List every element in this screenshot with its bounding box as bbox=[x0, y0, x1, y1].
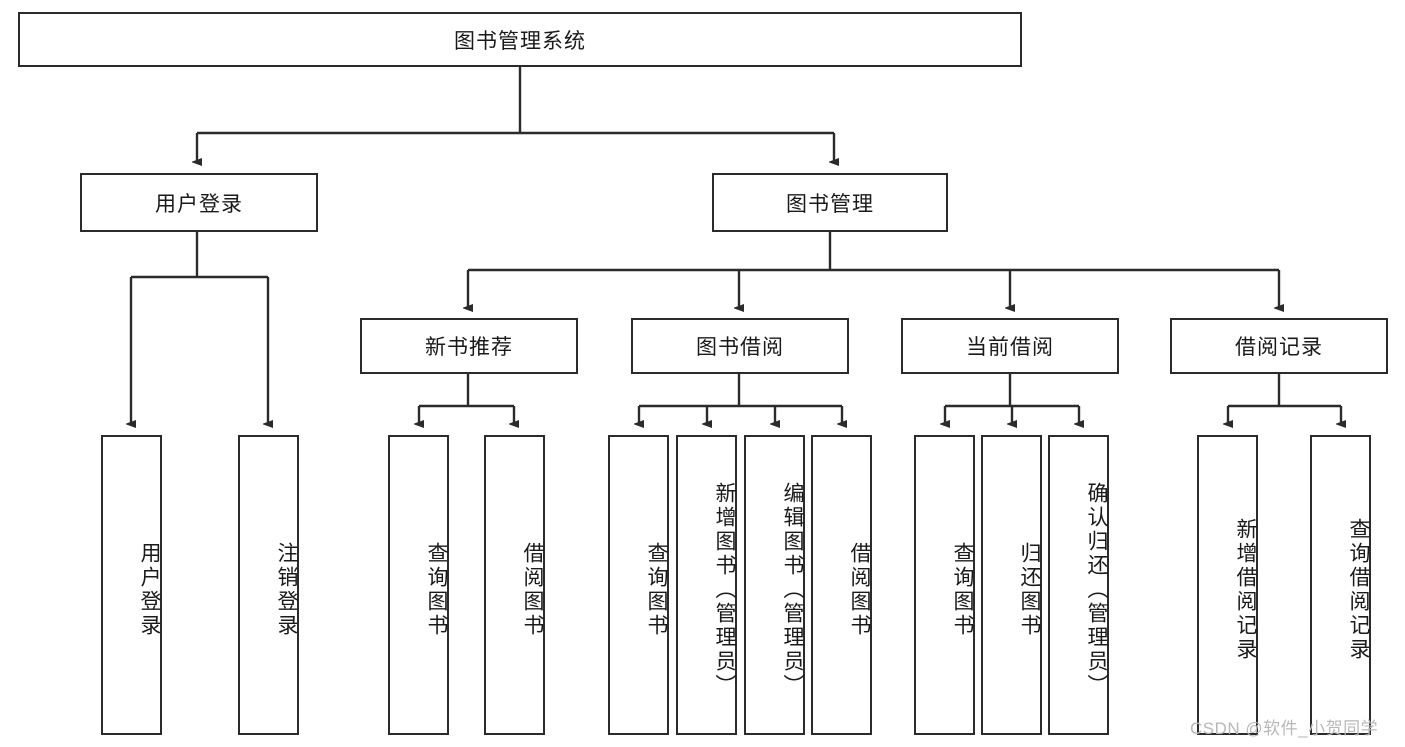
node-leaf-query-book-2-label: 查询图书 bbox=[645, 542, 668, 638]
node-leaf-query-record[interactable]: 查询借阅记录 bbox=[1310, 435, 1371, 735]
node-leaf-query-book-2[interactable]: 查询图书 bbox=[608, 435, 669, 735]
node-leaf-query-book-1[interactable]: 查询图书 bbox=[388, 435, 449, 735]
node-leaf-add-record[interactable]: 新增借阅记录 bbox=[1197, 435, 1258, 735]
node-borrow-record[interactable]: 借阅记录 bbox=[1170, 318, 1388, 374]
node-leaf-edit-book[interactable]: 编辑图书（管理员） bbox=[744, 435, 805, 735]
node-leaf-borrow-book-1[interactable]: 借阅图书 bbox=[484, 435, 545, 735]
node-new-book-recommend[interactable]: 新书推荐 bbox=[360, 318, 578, 374]
node-leaf-return-book-label: 归还图书 bbox=[1018, 542, 1041, 638]
node-leaf-add-record-label: 新增借阅记录 bbox=[1234, 518, 1257, 662]
node-leaf-add-book[interactable]: 新增图书（管理员） bbox=[676, 435, 737, 735]
node-leaf-borrow-book-2-label: 借阅图书 bbox=[848, 542, 871, 638]
node-leaf-confirm-return-label: 确认归还（管理员） bbox=[1085, 482, 1108, 698]
node-leaf-query-book-3-label: 查询图书 bbox=[951, 542, 974, 638]
node-book-manage[interactable]: 图书管理 bbox=[712, 173, 948, 232]
node-leaf-user-login[interactable]: 用户登录 bbox=[101, 435, 162, 735]
node-leaf-add-book-label: 新增图书（管理员） bbox=[713, 482, 736, 698]
node-current-borrow-label: 当前借阅 bbox=[966, 336, 1054, 359]
node-book-manage-label: 图书管理 bbox=[786, 192, 874, 216]
node-leaf-borrow-book-2[interactable]: 借阅图书 bbox=[811, 435, 872, 735]
node-leaf-user-logout-label: 注销登录 bbox=[275, 542, 298, 638]
node-leaf-user-login-label: 用户登录 bbox=[138, 542, 161, 638]
node-leaf-query-record-label: 查询借阅记录 bbox=[1347, 518, 1370, 662]
node-borrow-record-label: 借阅记录 bbox=[1235, 336, 1323, 359]
node-leaf-return-book[interactable]: 归还图书 bbox=[981, 435, 1042, 735]
node-root[interactable]: 图书管理系统 bbox=[18, 12, 1022, 67]
node-leaf-edit-book-label: 编辑图书（管理员） bbox=[781, 482, 804, 698]
node-leaf-confirm-return[interactable]: 确认归还（管理员） bbox=[1048, 435, 1109, 735]
node-current-borrow[interactable]: 当前借阅 bbox=[901, 318, 1119, 374]
node-new-book-recommend-label: 新书推荐 bbox=[425, 336, 513, 359]
node-book-borrow[interactable]: 图书借阅 bbox=[631, 318, 849, 374]
watermark: CSDN @软件_小贺同学 bbox=[1190, 719, 1379, 738]
node-user-login[interactable]: 用户登录 bbox=[80, 173, 318, 232]
node-leaf-query-book-1-label: 查询图书 bbox=[425, 542, 448, 638]
node-leaf-user-logout[interactable]: 注销登录 bbox=[238, 435, 299, 735]
node-leaf-borrow-book-1-label: 借阅图书 bbox=[521, 542, 544, 638]
node-root-label: 图书管理系统 bbox=[454, 29, 586, 53]
node-book-borrow-label: 图书借阅 bbox=[696, 336, 784, 359]
node-user-login-label: 用户登录 bbox=[155, 192, 243, 216]
node-leaf-query-book-3[interactable]: 查询图书 bbox=[914, 435, 975, 735]
